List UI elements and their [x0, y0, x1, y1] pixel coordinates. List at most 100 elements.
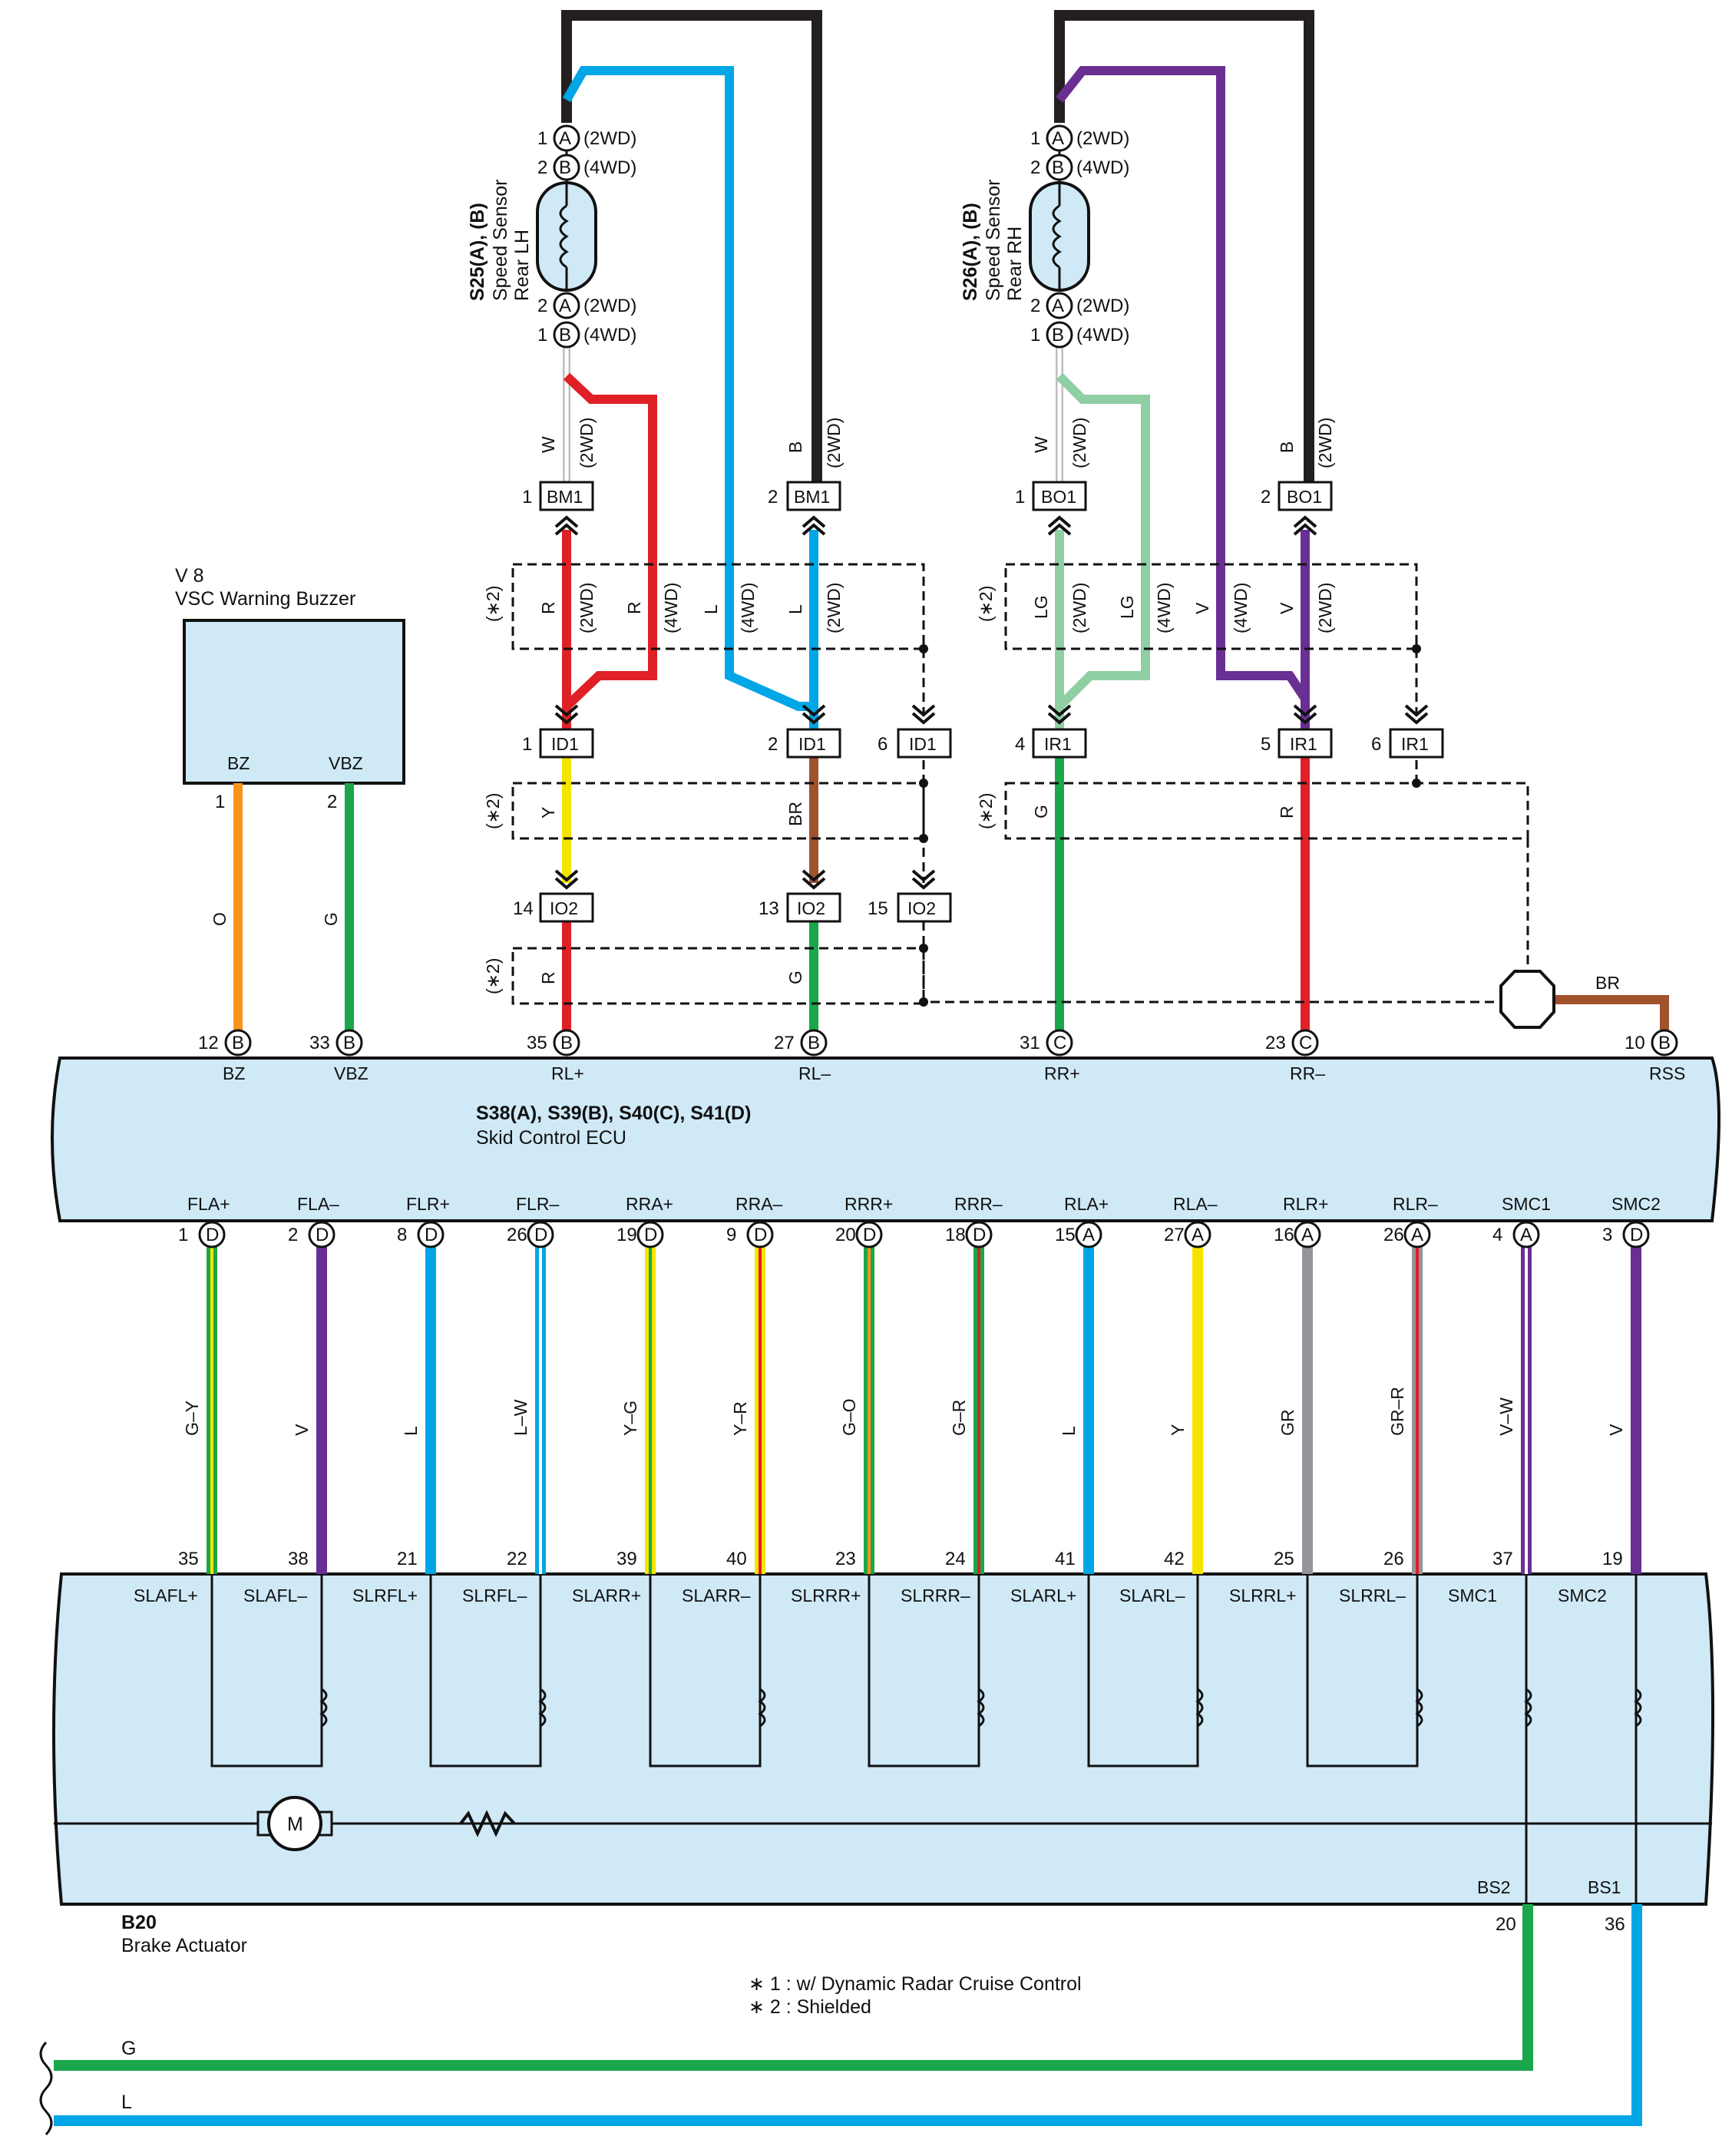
ecu-bottom-pin-letter: D	[754, 1225, 767, 1245]
power-label-l: L	[121, 2092, 132, 2113]
ecu-top-pin-label: RSS	[1649, 1063, 1685, 1083]
svg-text:(2WD): (2WD)	[824, 583, 844, 633]
conn-io2-14-pin: 14	[513, 898, 534, 919]
sensor-rh-pins: A B A B 1 2 2 1 (2WD) (4WD) (2WD) (4WD)	[1030, 124, 1129, 349]
ecu-top-pin-num: 35	[527, 1033, 547, 1053]
buzzer-term-vbz: VBZ	[329, 753, 363, 773]
solenoid-loop	[1306, 1574, 1419, 1767]
svg-text:(2WD): (2WD)	[1076, 128, 1129, 149]
ecu-top-pin-letter: C	[1299, 1033, 1312, 1053]
svg-text:B: B	[785, 441, 805, 453]
svg-text:(2WD): (2WD)	[577, 583, 597, 633]
smc-coil-icon	[1634, 1688, 1642, 1728]
shield-mark-1: (∗2)	[483, 586, 503, 622]
actuator-pin-num: 35	[178, 1549, 199, 1569]
ecu-top-pin-RL+	[553, 1029, 580, 1057]
conn-io2-14-name: IO2	[550, 898, 578, 918]
actuator-pin-num: 37	[1492, 1549, 1513, 1569]
ecu-bottom-pin-num: 27	[1164, 1225, 1185, 1245]
svg-text:(2WD): (2WD)	[1076, 296, 1129, 316]
ecu-top-pin-letter: B	[808, 1033, 820, 1053]
actuator-pin-num: 25	[1274, 1549, 1294, 1569]
ecu-bottom-label: RLA–	[1173, 1194, 1218, 1214]
ecu-bottom-pin	[527, 1221, 554, 1248]
svg-text:(4WD): (4WD)	[661, 583, 681, 633]
conn-ir1-6-pin: 6	[1371, 734, 1381, 755]
ecu-bottom-pin-letter: A	[1411, 1225, 1423, 1245]
actuator-pin-label: SLRFL–	[462, 1586, 527, 1605]
sensor-rh-name2: Rear RH	[1004, 227, 1026, 301]
svg-text:(4WD): (4WD)	[583, 157, 636, 178]
actuator-code: B20	[121, 1912, 157, 1933]
solenoid-loop	[429, 1574, 542, 1767]
svg-text:Y: Y	[538, 807, 558, 818]
sensor-lh-code: S25(A), (B)	[467, 203, 488, 301]
ecu-bottom-label: FLA–	[297, 1194, 339, 1214]
sensor-lh	[536, 150, 597, 292]
actuator-pin-label: SLRFL+	[352, 1586, 418, 1605]
ecu-bottom-pin	[1294, 1221, 1321, 1248]
svg-text:1: 1	[215, 792, 225, 812]
conn-io2-15-name: IO2	[907, 898, 936, 918]
svg-text:(2WD): (2WD)	[824, 418, 844, 468]
ecu-bottom-pin-num: 16	[1274, 1225, 1294, 1245]
ecu-top-pin-label: RL–	[798, 1063, 831, 1083]
ecu-bottom-pin-letter: D	[316, 1225, 329, 1245]
svg-text:B: B	[559, 157, 571, 178]
ecu-bottom-pin-num: 9	[726, 1225, 736, 1245]
ecu-bottom-label: FLR+	[406, 1194, 450, 1214]
ecu-top-pin-label: RR+	[1044, 1063, 1080, 1083]
ecu-top-pin-num: 23	[1265, 1033, 1286, 1053]
power-line-blue	[54, 1904, 1642, 2126]
svg-text:(4WD): (4WD)	[1231, 583, 1251, 633]
conn-bm1-1-pin: 1	[522, 487, 532, 508]
svg-text:(4WD): (4WD)	[738, 583, 758, 633]
shield-mark-5: (∗2)	[483, 958, 503, 994]
ecu-bottom-pin-num: 26	[507, 1225, 527, 1245]
svg-text:(2WD): (2WD)	[1315, 583, 1335, 633]
svg-text:(2WD): (2WD)	[577, 418, 597, 468]
actuator-pin-label: SLRRL+	[1229, 1586, 1297, 1605]
conn-bo1-2-pin: 2	[1261, 487, 1271, 508]
actuator-pin-num: 42	[1164, 1549, 1185, 1569]
ecu-top-pin-label: RL+	[551, 1063, 584, 1083]
svg-text:R: R	[1277, 805, 1297, 818]
conn-io2-13-name: IO2	[797, 898, 825, 918]
svg-text:V: V	[1192, 602, 1212, 614]
actuator-pin-label: SLRRL–	[1339, 1586, 1406, 1605]
buzzer-term-bz: BZ	[227, 753, 250, 773]
svg-text:1: 1	[537, 128, 547, 149]
ecu-bottom-label: RRA–	[735, 1194, 783, 1214]
wire-lh-black	[561, 10, 822, 484]
ecu-code: S38(A), S39(B), S40(C), S41(D)	[476, 1103, 751, 1124]
ecu-top-pin-RL–	[800, 1029, 828, 1057]
power-line-green	[54, 1904, 1533, 2071]
svg-text:O: O	[210, 912, 230, 926]
ecu-bottom-pin-letter: A	[1301, 1225, 1314, 1245]
svg-text:G: G	[321, 912, 341, 926]
sensor-lh-name2: Rear LH	[511, 230, 533, 301]
sensor-lh-name1: Speed Sensor	[490, 180, 511, 301]
actuator-bs2-pin: 20	[1496, 1914, 1516, 1935]
shield-junctions	[919, 644, 1421, 1007]
svg-text:2: 2	[537, 296, 547, 316]
wire-color-label: L	[401, 1426, 421, 1436]
actuator-pin-num: 38	[288, 1549, 309, 1569]
svg-text:W: W	[1031, 436, 1051, 453]
shield-ground-octagon	[1499, 970, 1555, 1029]
ecu-bottom-pin-letter: D	[206, 1225, 219, 1245]
conn-ir1-4-name: IR1	[1044, 734, 1072, 754]
conn-bm1-2-pin: 2	[768, 487, 778, 508]
svg-text:(2WD): (2WD)	[1069, 583, 1089, 633]
solenoid-loop	[1087, 1574, 1199, 1767]
ecu-bottom-pin	[1512, 1221, 1540, 1248]
wire-color-label: GR–R	[1387, 1387, 1407, 1436]
ecu-bottom-pin-num: 20	[835, 1225, 856, 1245]
actuator-bs2-label: BS2	[1477, 1877, 1510, 1897]
note-1: ∗ 1 : w/ Dynamic Radar Cruise Control	[749, 1973, 1082, 1995]
conn-io2-15-pin: 15	[868, 898, 888, 919]
ecu-top-pin-RSS	[1651, 1029, 1678, 1057]
wire-color-label: Y–G	[620, 1400, 640, 1436]
actuator-pin-num: 24	[945, 1549, 966, 1569]
